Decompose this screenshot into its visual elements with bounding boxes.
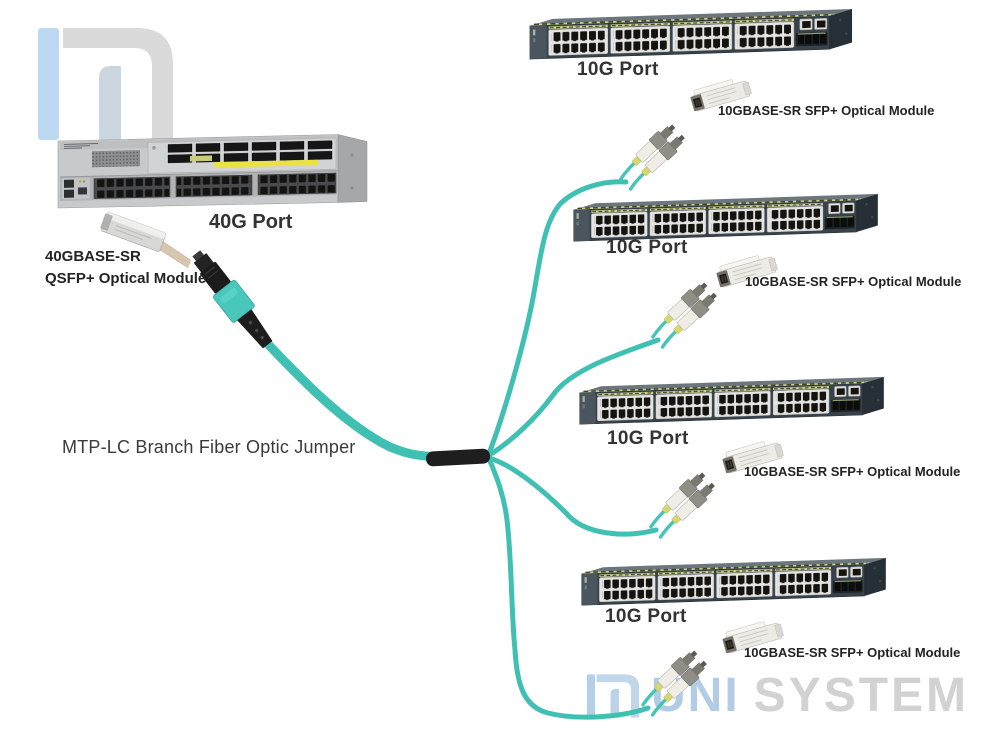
label-10g-port-1: 10G Port: [577, 59, 659, 80]
trunk-cable: [260, 336, 439, 462]
label-40gbase-sr: 40GBASE-SR: [45, 248, 141, 265]
branch-cable-3: [486, 455, 659, 537]
label-qsfp-module: QSFP+ Optical Module: [45, 270, 207, 287]
label-sfp-module-3: 10GBASE-SR SFP+ Optical Module: [744, 464, 961, 479]
mtp-connector: [192, 250, 273, 349]
watermark-system: SYSTEM: [753, 669, 970, 722]
uni-logo-n-shape: [63, 28, 173, 140]
branch-cable-1: [485, 179, 629, 459]
label-sfp-module-1: 10GBASE-SR SFP+ Optical Module: [718, 103, 935, 118]
switch-40g: [57, 134, 368, 209]
label-sfp-module-4: 10GBASE-SR SFP+ Optical Module: [744, 645, 961, 660]
branch-cable-2: [485, 337, 661, 459]
label-40g-port: 40G Port: [209, 211, 293, 233]
label-10g-port-4: 10G Port: [605, 606, 687, 627]
label-10g-port-3: 10G Port: [607, 428, 689, 449]
uni-logo-middle-bar: [99, 66, 121, 140]
label-10g-port-2: 10G Port: [606, 237, 688, 258]
breakout-sleeve: [426, 448, 491, 467]
uni-logo: [38, 28, 173, 140]
branch-cable-4: [486, 456, 651, 720]
uni-logo-left-bar: [38, 28, 59, 140]
label-sfp-module-2: 10GBASE-SR SFP+ Optical Module: [745, 274, 962, 289]
qsfp-module: [100, 212, 191, 269]
label-jumper: MTP-LC Branch Fiber Optic Jumper: [62, 437, 356, 457]
